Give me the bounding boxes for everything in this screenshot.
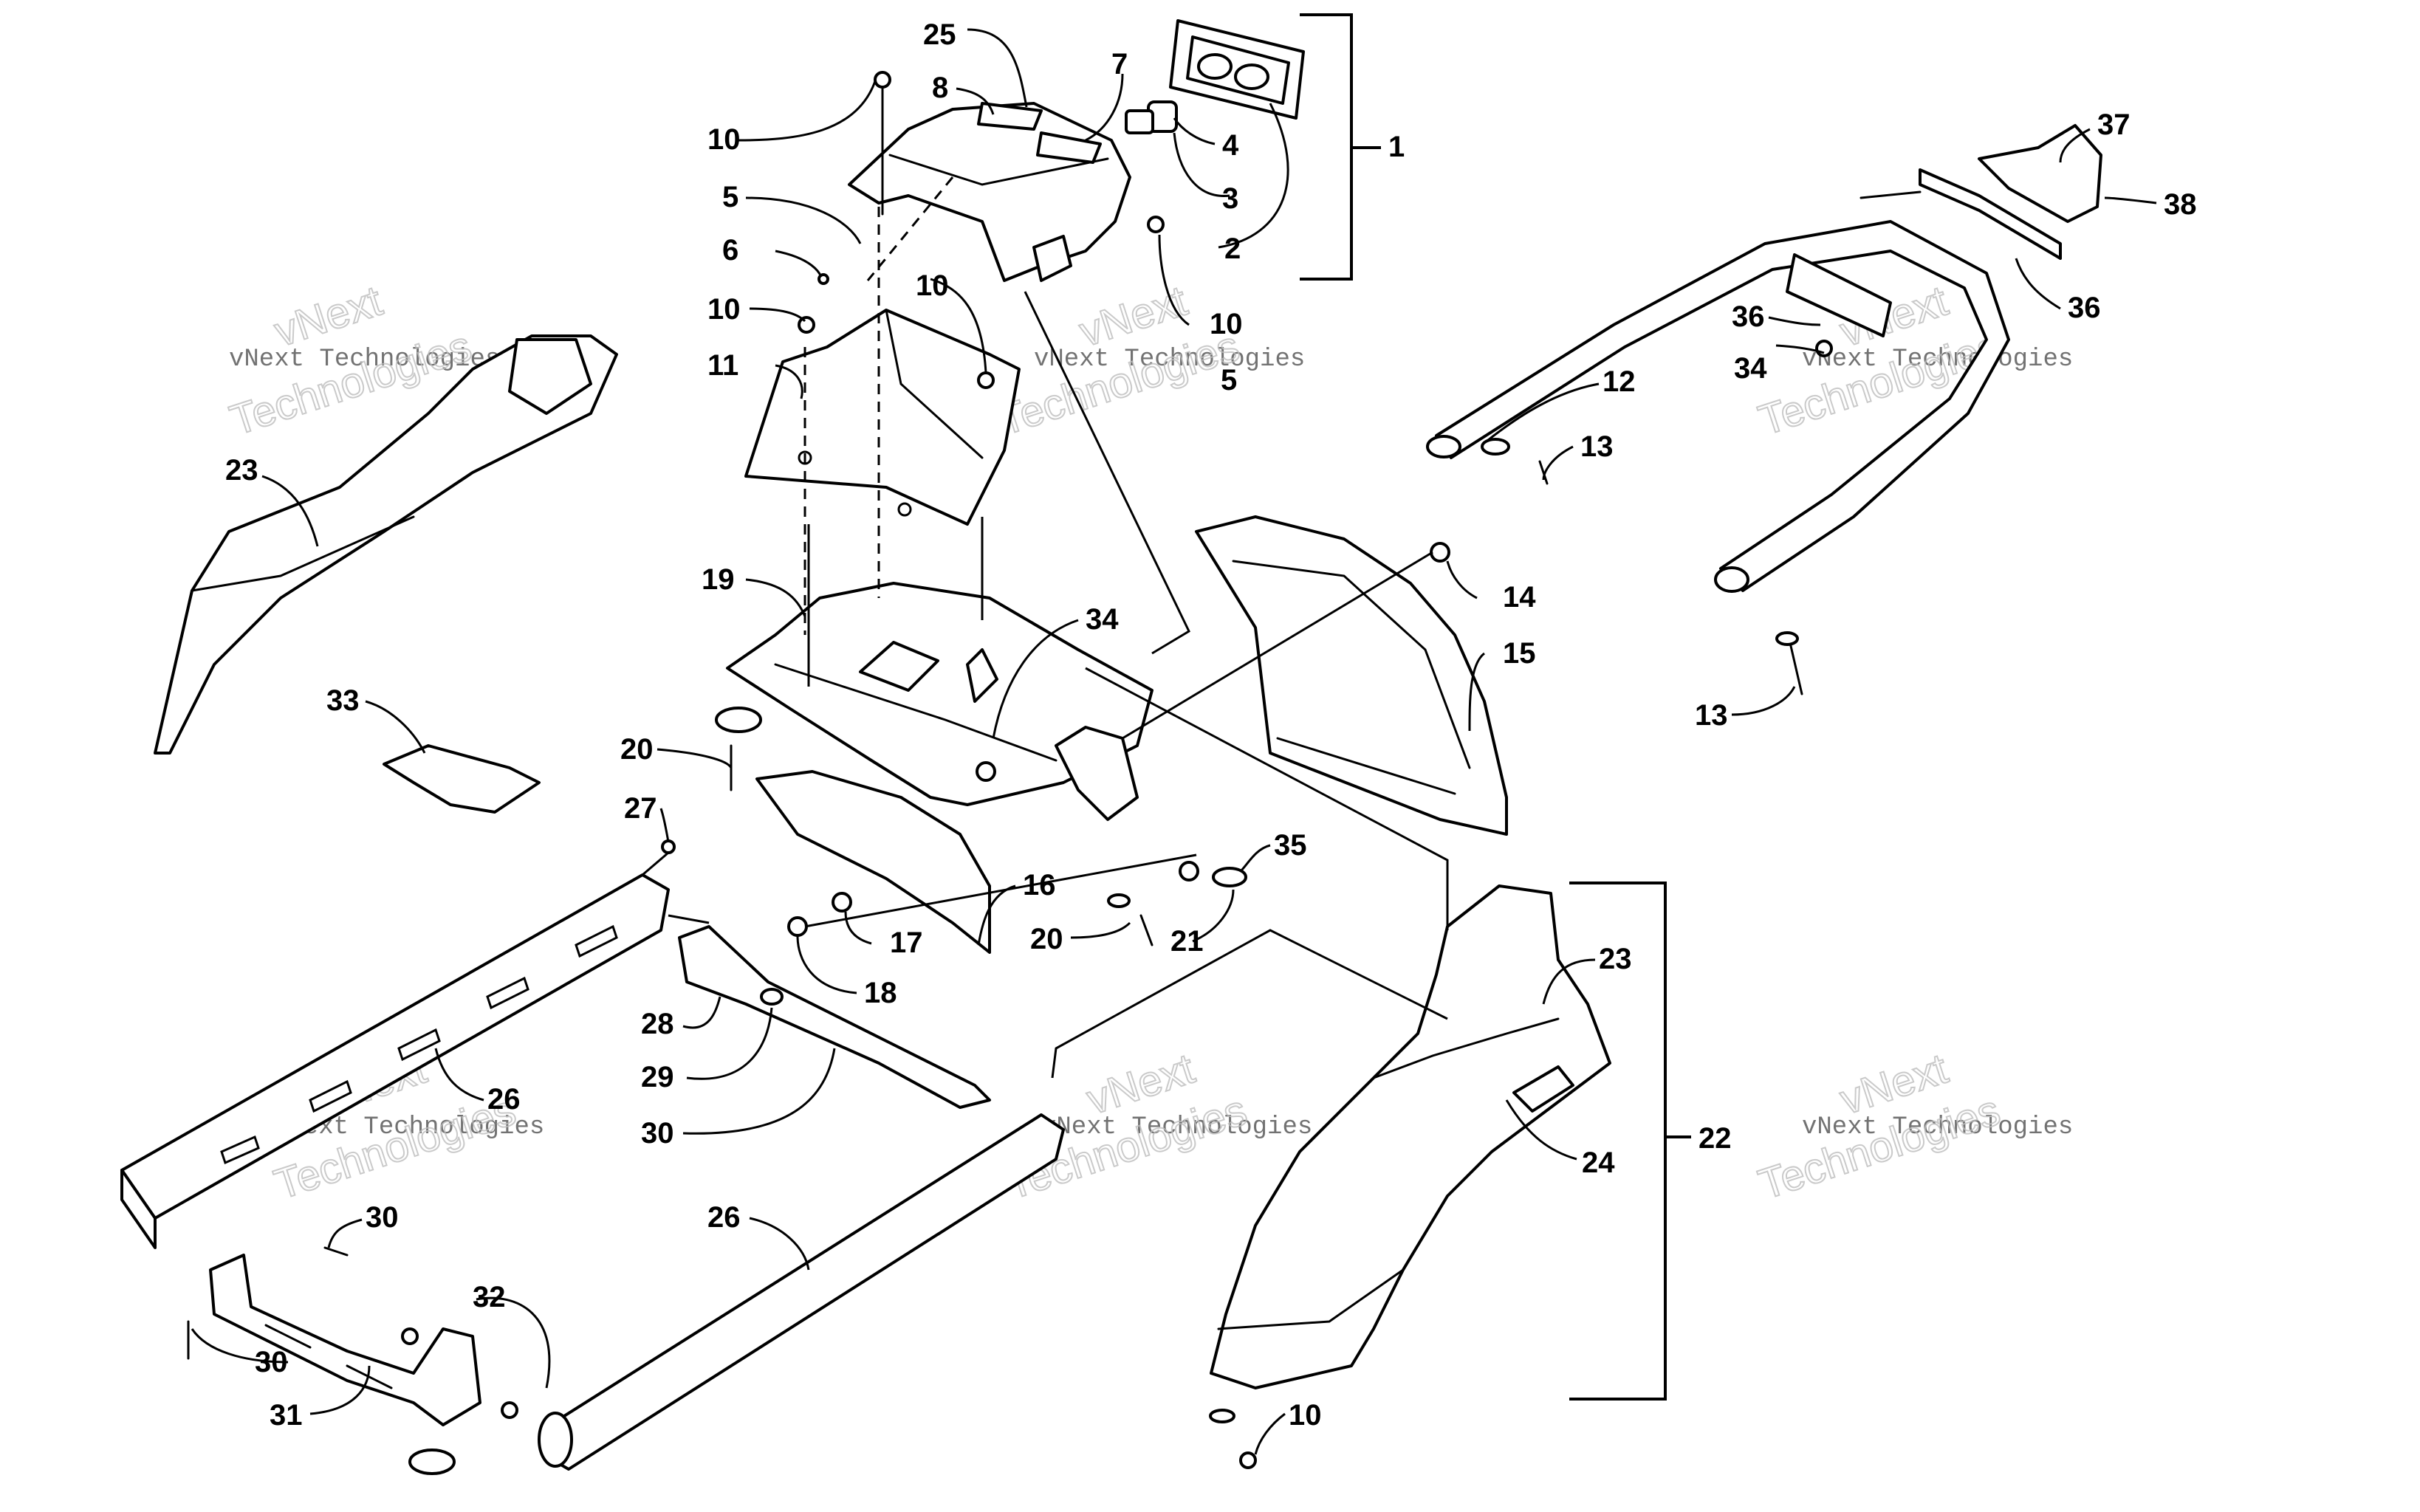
callout-4: 4 bbox=[1222, 129, 1239, 162]
callout-13: 13 bbox=[1580, 430, 1614, 463]
callout-12: 12 bbox=[1603, 365, 1636, 398]
taillight-lens bbox=[1169, 19, 1305, 120]
callout-27: 27 bbox=[624, 792, 657, 825]
callout-36: 36 bbox=[1732, 300, 1765, 333]
watermark-group-center-top: vNext vNext Technologies Technologies bbox=[992, 276, 1305, 446]
watermark-text: vNext Technologies bbox=[229, 346, 500, 374]
callout-30: 30 bbox=[641, 1117, 674, 1150]
grab-handle-bar bbox=[1426, 220, 2010, 593]
callout-18: 18 bbox=[864, 977, 897, 1009]
callout-10: 10 bbox=[916, 269, 949, 302]
callout-24: 24 bbox=[1582, 1147, 1615, 1179]
callout-19: 19 bbox=[702, 563, 735, 596]
callout-1: 1 bbox=[1388, 131, 1405, 163]
callout-25: 25 bbox=[923, 18, 956, 51]
callout-20: 20 bbox=[1030, 923, 1063, 955]
callout-30: 30 bbox=[366, 1201, 399, 1234]
callout-26: 26 bbox=[487, 1083, 521, 1116]
callout-10: 10 bbox=[1210, 308, 1243, 340]
side-panel-right bbox=[1195, 515, 1508, 836]
callout-2: 2 bbox=[1224, 233, 1241, 265]
callout-5: 5 bbox=[722, 181, 738, 213]
callout-32: 32 bbox=[473, 1281, 506, 1313]
callout-14: 14 bbox=[1503, 581, 1536, 614]
callout-5: 5 bbox=[1221, 364, 1237, 396]
callout-22: 22 bbox=[1699, 1122, 1732, 1155]
watermark-brand: vNext bbox=[269, 277, 388, 357]
assembly-bracket-22 bbox=[1569, 882, 1691, 1401]
watermark-text: vNext Technologies bbox=[1802, 1113, 2073, 1141]
hardware-fasteners bbox=[187, 71, 1922, 1475]
callout-10: 10 bbox=[707, 293, 741, 326]
callout-31: 31 bbox=[270, 1399, 303, 1432]
callout-34: 34 bbox=[1086, 603, 1119, 636]
callout-10: 10 bbox=[1289, 1399, 1322, 1432]
handle-bracket-lower bbox=[1786, 253, 1892, 337]
assembly-bracket-1 bbox=[1300, 13, 1381, 281]
callout-17: 17 bbox=[890, 927, 923, 959]
callout-33: 33 bbox=[326, 684, 360, 717]
callout-11: 11 bbox=[707, 349, 738, 382]
watermark-text: vNext Technologies bbox=[1802, 346, 2073, 374]
tunnel-rail-right bbox=[538, 1113, 1065, 1471]
watermark-text: vNext Technologies bbox=[1041, 1113, 1312, 1141]
callout-38: 38 bbox=[2164, 188, 2197, 221]
callout-leaders bbox=[191, 28, 2157, 1455]
taillight-housing bbox=[848, 102, 1131, 282]
callout-16: 16 bbox=[1023, 869, 1056, 901]
side-fairing-left bbox=[154, 334, 618, 755]
callout-6: 6 bbox=[722, 234, 738, 267]
assembly-dashed-lines bbox=[803, 176, 954, 635]
tunnel-rail-left bbox=[120, 873, 670, 1249]
callout-labels: 25 8 7 4 3 2 1 10 5 6 10 10 10 5 11 19 3… bbox=[225, 18, 2197, 1432]
watermark-text: vNext Technologies bbox=[1034, 346, 1305, 374]
watermark-group-right-top: vNext vNext Technologies Technologies bbox=[1752, 276, 2073, 446]
callout-10: 10 bbox=[707, 123, 741, 156]
mud-flap bbox=[755, 770, 991, 954]
handle-bracket-upper bbox=[1919, 124, 2102, 260]
support-bracket bbox=[678, 925, 991, 1109]
taillight-bracket bbox=[744, 309, 1021, 526]
lower-bracket bbox=[209, 1254, 481, 1426]
callout-30: 30 bbox=[255, 1346, 288, 1378]
watermark-group-right-bottom: vNext vNext Technologies Technologies bbox=[1752, 1044, 2073, 1210]
callout-15: 15 bbox=[1503, 637, 1536, 670]
callout-8: 8 bbox=[932, 72, 948, 104]
callout-36: 36 bbox=[2068, 292, 2101, 324]
construction-lines bbox=[642, 291, 1449, 1079]
callout-7: 7 bbox=[1111, 48, 1128, 80]
callout-13: 13 bbox=[1695, 699, 1728, 732]
side-fairing-right bbox=[1210, 884, 1611, 1389]
callout-3: 3 bbox=[1222, 182, 1238, 215]
callout-28: 28 bbox=[641, 1008, 674, 1040]
taillight-bulb bbox=[1125, 100, 1178, 134]
callout-34: 34 bbox=[1734, 352, 1767, 385]
callout-26: 26 bbox=[707, 1201, 741, 1234]
cover-plate bbox=[383, 744, 541, 814]
callout-35: 35 bbox=[1274, 829, 1307, 862]
callout-23: 23 bbox=[225, 454, 258, 487]
callout-23: 23 bbox=[1599, 943, 1632, 975]
callout-29: 29 bbox=[641, 1061, 674, 1093]
callout-20: 20 bbox=[620, 733, 654, 766]
callout-37: 37 bbox=[2097, 109, 2131, 141]
callout-21: 21 bbox=[1170, 925, 1204, 958]
